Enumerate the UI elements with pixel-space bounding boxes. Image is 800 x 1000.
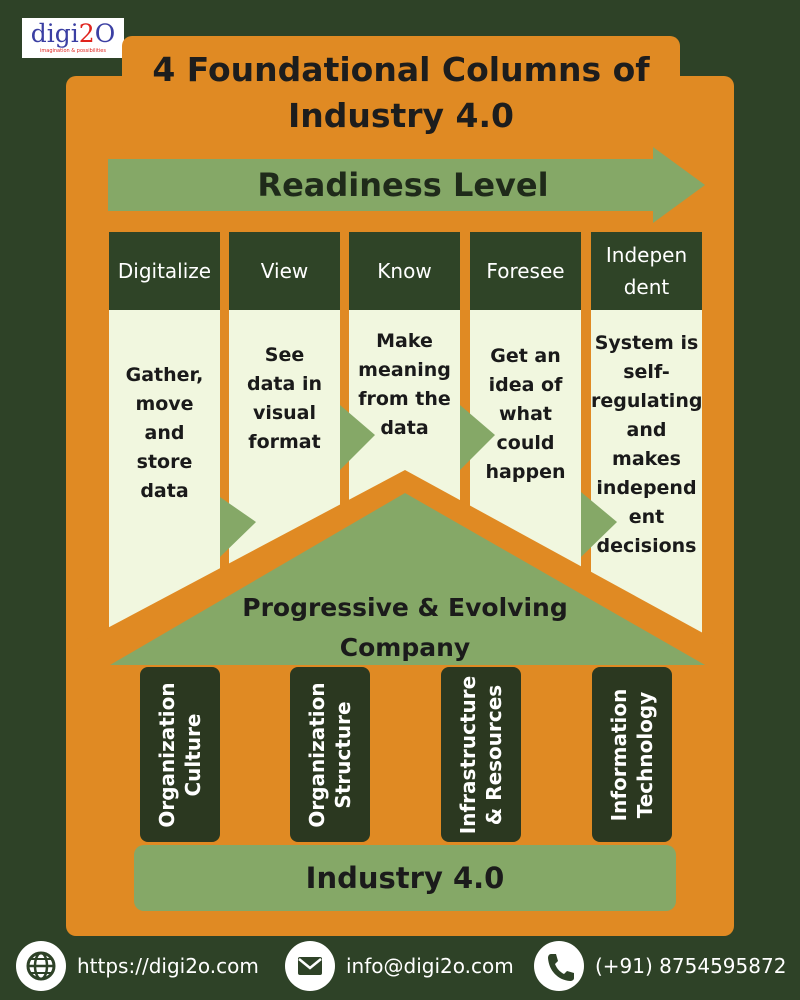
brand-logo: digi2O imagination & possibilities (22, 18, 124, 58)
step-chevron-2 (340, 405, 375, 470)
text-line: Make (376, 330, 433, 352)
text-line: could (496, 432, 555, 454)
logo-tagline: imagination & possibilities (40, 48, 106, 54)
text-line: ent (628, 506, 665, 528)
roof-label: Progressive & Evolving Company (150, 588, 660, 668)
column-text-independent: System is self- regulating and makes ind… (591, 329, 702, 561)
globe-icon (26, 951, 56, 981)
text-line: self- (623, 361, 670, 383)
text-line: happen (485, 461, 566, 483)
pillar-label-line-2: & Resources (482, 684, 506, 825)
text-line: makes (612, 448, 681, 470)
text-line: and (144, 422, 185, 444)
pillar-information-technology: Information Technology (592, 667, 672, 842)
column-header-view: View (229, 232, 340, 310)
title-panel (122, 36, 680, 156)
text-line: System is (594, 332, 699, 354)
pillar-label-line-2: Technology (633, 691, 657, 818)
column-header-label-line-2: dent (623, 275, 670, 299)
column-text-digitalize: Gather, move and store data (109, 361, 220, 506)
pillar-label-line-2: Structure (331, 700, 355, 809)
column-header-foresee: Foresee (470, 232, 581, 310)
column-header-digitalize: Digitalize (109, 232, 220, 310)
column-header-label: View (260, 259, 309, 283)
text-line: from the (358, 388, 451, 410)
logo-text-c: O (94, 19, 116, 48)
column-header-independent: Indepen dent (591, 232, 702, 310)
roof-fill (110, 493, 705, 665)
column-text-foresee: Get an idea of what could happen (470, 342, 581, 487)
column-header-label: Digitalize (117, 259, 212, 283)
phone-icon-circle (534, 941, 584, 991)
readiness-label: Readiness Level (257, 166, 549, 204)
column-header-label: Foresee (486, 259, 565, 283)
pillar-infrastructure-resources: Infrastructure & Resources (441, 667, 521, 842)
pillar-organization-structure: Organization Structure (290, 667, 370, 842)
text-line: idea of (488, 374, 563, 396)
column-text-know: Make meaning from the data (349, 327, 460, 443)
text-line: data in (247, 373, 322, 395)
logo-text-b: 2 (78, 19, 95, 48)
title-line-1: 4 Foundational Columns of (152, 50, 650, 89)
step-chevron-1 (220, 497, 256, 557)
column-header-know: Know (349, 232, 460, 310)
pillar-label-line-1: Organization (155, 681, 179, 828)
text-line: meaning (358, 359, 451, 381)
mail-icon (298, 957, 322, 975)
text-line: visual (252, 402, 317, 424)
website-link[interactable]: https://digi2o.com (77, 954, 259, 978)
text-line: Gather, (125, 364, 204, 386)
text-line: move (135, 393, 194, 415)
step-chevron-4 (581, 492, 617, 557)
pillar-label-line-1: Infrastructure (456, 675, 480, 834)
roof-label-line-2: Company (339, 633, 471, 662)
title-line-2: Industry 4.0 (287, 96, 515, 135)
text-line: decisions (596, 535, 697, 557)
text-line: data (380, 417, 429, 439)
pillar-organization-culture: Organization Culture (140, 667, 220, 842)
roof-label-line-1: Progressive & Evolving (242, 593, 568, 622)
text-line: data (140, 480, 189, 502)
pillar-label-line-1: Organization (305, 681, 329, 828)
phone-icon (548, 954, 574, 981)
industry-base: Industry 4.0 (134, 845, 676, 911)
logo-text-a: digi (30, 19, 79, 48)
text-line: store (136, 451, 193, 473)
phone-link[interactable]: (+91) 8754595872 (595, 954, 787, 978)
text-line: regulating (591, 390, 703, 412)
email-link[interactable]: info@digi2o.com (346, 954, 514, 978)
text-line: format (248, 431, 321, 453)
pillar-label-line-1: Information (607, 688, 631, 821)
text-line: what (499, 403, 552, 425)
step-chevron-3 (460, 405, 495, 470)
globe-icon-circle (16, 941, 66, 991)
text-line: and (626, 419, 667, 441)
pillar-label-line-2: Culture (181, 713, 205, 796)
text-line: Get an (490, 345, 561, 367)
column-text-view: See data in visual format (229, 341, 340, 457)
column-header-label-line-1: Indepen (605, 243, 688, 267)
column-header-label: Know (377, 259, 432, 283)
page-title: 4 Foundational Columns of Industry 4.0 (122, 47, 680, 139)
readiness-arrow (108, 147, 705, 223)
text-line: independ (596, 477, 697, 499)
text-line: See (264, 344, 305, 366)
mail-icon-circle (285, 941, 335, 991)
